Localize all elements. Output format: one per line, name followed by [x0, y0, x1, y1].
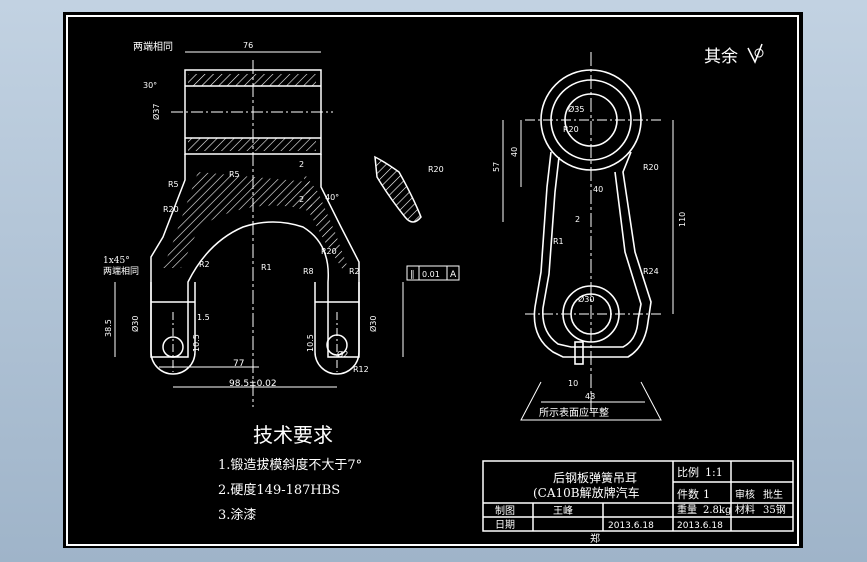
check-by: 批生 — [763, 488, 783, 501]
dim-1-5: 1.5 — [197, 313, 210, 322]
dim-r5-b: R5 — [229, 170, 240, 179]
drawn-date: 2013.6.18 — [608, 521, 654, 531]
tolerance-value: 0.01 — [422, 270, 440, 279]
dim-30deg: 30° — [143, 81, 157, 90]
tech-req-item-2: 2.硬度149-187HBS — [218, 482, 340, 498]
side-view-dimensions: R20 57 40 110 R24 40 R20 48 Ø35 Ø30 2 R1… — [492, 104, 687, 419]
dim-38-5: 38.5 — [104, 319, 113, 337]
surface-finish-note: 其余 — [704, 47, 738, 67]
weight-value: 2.8kg — [703, 505, 732, 516]
title-block — [482, 460, 794, 532]
title-block-text: 后钢板弹簧吊耳 (CA10B解放牌汽车 比例 1:1 件数 1 重量 2.8kg… — [495, 465, 786, 545]
drawn-by: 王峰 — [553, 505, 573, 517]
scale-label: 比例 — [677, 465, 699, 479]
material-label: 材料 — [735, 503, 755, 516]
dim-r20-side: R20 — [643, 163, 659, 172]
dim-40-side: 40 — [510, 147, 519, 157]
note-chamfer: 1x45° — [103, 256, 130, 266]
dim-r2-b: R2 — [349, 267, 360, 276]
dim-dia2: Ø2 — [337, 349, 348, 359]
weight-label: 重量 — [677, 503, 697, 516]
bottom-note: 郑 — [590, 532, 600, 545]
part-name-2: (CA10B解放牌汽车 — [533, 485, 640, 500]
outer-frame — [66, 15, 799, 546]
tech-req-item-1: 1.锻造拔模斜度不大于7° — [218, 457, 362, 473]
dim-76: 76 — [243, 41, 253, 50]
dim-dia30-left: Ø30 — [130, 316, 140, 332]
surface-note: 所示表面应平整 — [539, 406, 609, 419]
dim-110: 110 — [678, 212, 687, 227]
dim-2-side: 2 — [575, 215, 580, 224]
dim-48: 48 — [585, 392, 595, 401]
dim-10-5-left: 10.5 — [192, 334, 201, 352]
tolerance-symbol: ∥ — [410, 270, 415, 280]
dim-r8: R8 — [303, 267, 314, 276]
quantity-label: 件数 — [677, 488, 699, 501]
dim-10-5-right: 10.5 — [306, 334, 315, 352]
dim-57: 57 — [492, 162, 501, 172]
dim-2-top: 2 — [299, 160, 304, 169]
dim-r2: R2 — [199, 260, 210, 269]
front-view — [114, 51, 422, 407]
dim-98-5: 98.5±0.02 — [229, 379, 277, 389]
tech-req-title: 技术要求 — [253, 423, 333, 447]
note-both-ends: 两端相同 — [133, 40, 173, 53]
tolerance-datum: A — [450, 270, 457, 280]
front-view-dimensions: 76 30° Ø37 R5 R20 R5 R2 40° R20 R2 R1 R8… — [104, 41, 444, 389]
dim-r20-inner: R20 — [563, 125, 579, 134]
dim-10: 10 — [568, 379, 578, 388]
scale-value: 1:1 — [705, 466, 723, 479]
geometric-tolerance-frame: ∥ 0.01 A — [406, 265, 460, 281]
dim-dia35: Ø35 — [568, 104, 584, 114]
dim-r20-section: R20 — [428, 165, 444, 174]
check-label: 审核 — [735, 488, 755, 501]
drawn-label: 制图 — [495, 504, 515, 517]
dim-r1-side: R1 — [553, 237, 564, 246]
dim-dia37: Ø37 — [151, 104, 161, 120]
quantity-value: 1 — [703, 488, 710, 501]
date-label: 日期 — [495, 519, 515, 531]
dim-40deg: 40° — [325, 193, 339, 202]
material-value: 35钢 — [763, 503, 786, 516]
engineering-drawing: 其余 两端相同 1x45° 两端相同 — [66, 15, 799, 546]
roughness-circle-icon — [754, 48, 764, 58]
side-view — [502, 52, 674, 421]
roughness-symbol-icon — [747, 43, 763, 64]
dim-dia30-right: Ø30 — [368, 316, 378, 332]
check-date: 2013.6.18 — [677, 521, 723, 531]
tech-req-item-3: 3.涂漆 — [218, 507, 256, 523]
dim-2-mid: 2 — [299, 195, 304, 204]
part-name-1: 后钢板弹簧吊耳 — [553, 470, 637, 485]
dim-r1: R1 — [261, 263, 272, 272]
dim-77: 77 — [233, 359, 244, 369]
dim-r24: R24 — [643, 267, 659, 276]
dim-r5: R5 — [168, 180, 179, 189]
dim-dia30-side: Ø30 — [578, 294, 594, 304]
technical-requirements: 技术要求 1.锻造拔模斜度不大于7° 2.硬度149-187HBS 3.涂漆 — [218, 423, 362, 523]
note-both-ends-2: 两端相同 — [103, 265, 139, 277]
arch-body — [150, 154, 360, 358]
dim-40-width: 40 — [593, 185, 603, 194]
dim-r20: R20 — [163, 205, 179, 214]
drawing-sheet: 其余 两端相同 1x45° 两端相同 — [63, 12, 803, 548]
dim-r12: R12 — [353, 365, 369, 374]
dim-r20-b: R20 — [321, 247, 337, 256]
